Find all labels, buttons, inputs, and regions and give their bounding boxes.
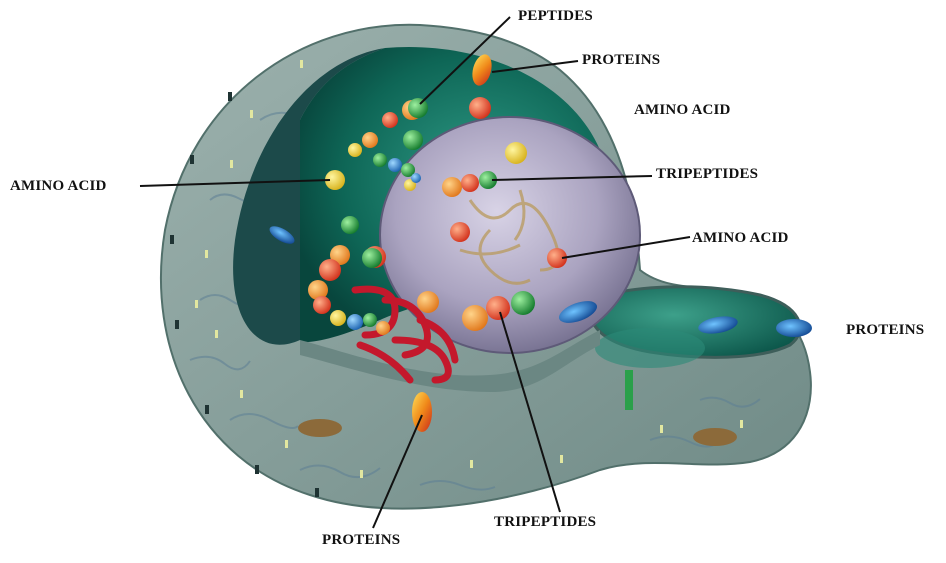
label-peptides-top: PEPTIDES [518,8,593,25]
label-proteins-right: PROTEINS [846,322,924,339]
label-amino-acid-top: AMINO ACID [634,102,731,119]
label-tripeptides-right: TRIPEPTIDES [656,166,758,183]
label-proteins-top: PROTEINS [582,52,660,69]
label-tripeptides-bottom: TRIPEPTIDES [494,514,596,531]
label-proteins-bottom: PROTEINS [322,532,400,549]
label-amino-acid-right: AMINO ACID [692,230,789,247]
label-amino-acid-left: AMINO ACID [10,178,107,195]
